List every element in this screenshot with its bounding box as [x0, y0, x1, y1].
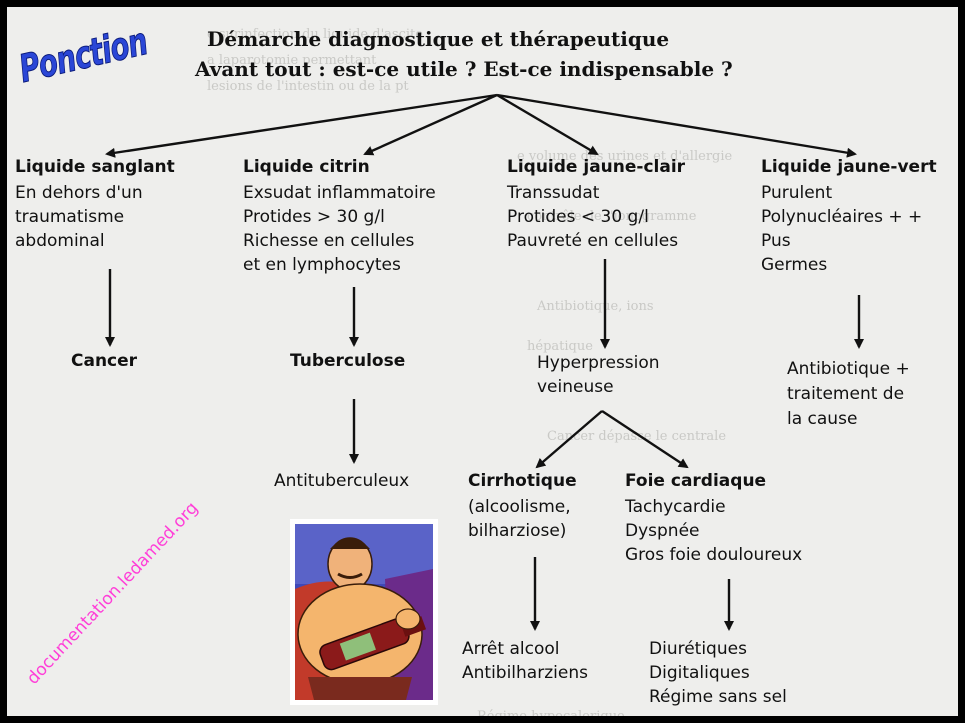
antituberculeux-treatment: Antituberculeux — [274, 469, 409, 493]
cancer-result: Cancer — [71, 349, 137, 373]
citrin-heading: Liquide citrin — [243, 155, 370, 179]
cardiaque-treatment-3: Régime sans sel — [649, 685, 787, 709]
sanglant-line-3: abdominal — [15, 229, 105, 253]
ascites-illustration — [290, 519, 438, 705]
hyperpression-line-2: veineuse — [537, 375, 614, 399]
ascites-illustration-drawing — [290, 519, 438, 705]
jaune-vert-line-3: Pus — [761, 229, 791, 253]
tuberculose-result: Tuberculose — [290, 349, 405, 373]
hyperpression-line-1: Hyperpression — [537, 351, 660, 375]
cirrhotique-line-2: bilharziose) — [468, 519, 566, 543]
jaune-clair-line-3: Pauvreté en cellules — [507, 229, 678, 253]
cardiaque-line-3: Gros foie douloureux — [625, 543, 802, 567]
cardiaque-line-2: Dyspnée — [625, 519, 700, 543]
jaune-vert-line-1: Purulent — [761, 181, 832, 205]
cardiaque-treatment-1: Diurétiques — [649, 637, 747, 661]
citrin-line-1: Exsudat inflammatoire — [243, 181, 436, 205]
citrin-line-2: Protides > 30 g/l — [243, 205, 385, 229]
jaune-vert-line-2: Polynucléaires + + — [761, 205, 922, 229]
antibiotique-line-2: traitement de — [787, 382, 904, 406]
cirrhotique-treatment-1: Arrêt alcool — [462, 637, 559, 661]
jaune-vert-line-4: Germes — [761, 253, 827, 277]
sanglant-line-1: En dehors d'un — [15, 181, 143, 205]
antibiotique-line-3: la cause — [787, 407, 857, 431]
arrow-to-jaune-vert — [497, 95, 855, 154]
cardiaque-line-1: Tachycardie — [625, 495, 726, 519]
jaune-clair-line-1: Transsudat — [507, 181, 599, 205]
cirrhotique-heading: Cirrhotique — [468, 469, 577, 493]
jaune-vert-heading: Liquide jaune-vert — [761, 155, 937, 179]
citrin-line-4: et en lymphocytes — [243, 253, 401, 277]
arrow-to-sanglant — [107, 95, 497, 154]
cardiaque-heading: Foie cardiaque — [625, 469, 766, 493]
cirrhotique-line-1: (alcoolisme, — [468, 495, 571, 519]
cardiaque-treatment-2: Digitaliques — [649, 661, 750, 685]
citrin-line-3: Richesse en cellules — [243, 229, 414, 253]
arrow-to-cirrhotique — [537, 411, 602, 467]
jaune-clair-heading: Liquide jaune-clair — [507, 155, 685, 179]
jaune-clair-line-2: Protides < 30 g/l — [507, 205, 649, 229]
cirrhotique-treatment-2: Antibilharziens — [462, 661, 588, 685]
arrow-to-cardiaque — [602, 411, 687, 467]
sanglant-heading: Liquide sanglant — [15, 155, 175, 179]
slide: e surinfection du liquide d'ascite a lap… — [7, 7, 958, 716]
antibiotique-line-1: Antibiotique + — [787, 357, 910, 381]
sanglant-line-2: traumatisme — [15, 205, 124, 229]
